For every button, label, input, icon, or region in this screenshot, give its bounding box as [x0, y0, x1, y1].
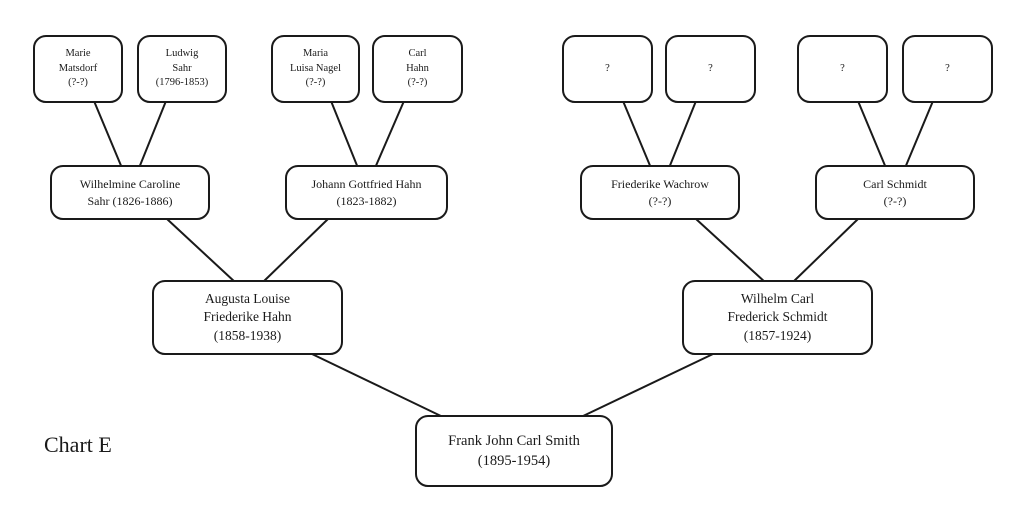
connector-line	[668, 100, 697, 169]
connector-line	[791, 218, 859, 284]
connector-line	[695, 218, 767, 284]
connector-line	[93, 100, 123, 169]
connector-line	[138, 100, 167, 169]
connector-line	[580, 353, 714, 418]
person-box-carl-hahn: Carl Hahn (?-?)	[372, 35, 463, 103]
person-box-carl-schmidt: Carl Schmidt (?-?)	[815, 165, 975, 220]
person-box-maria-luisa-nagel: Maria Luisa Nagel (?-?)	[271, 35, 360, 103]
connector-line	[330, 100, 359, 169]
person-box-unknown-1: ?	[562, 35, 653, 103]
person-box-wilhelm-carl-frederick-schmidt: Wilhelm Carl Frederick Schmidt (1857-192…	[682, 280, 873, 355]
connector-grandparents-to-frank	[311, 353, 714, 418]
person-box-friederike-wachrow: Friederike Wachrow (?-?)	[580, 165, 740, 220]
person-box-unknown-2: ?	[665, 35, 756, 103]
person-box-ludwig-sahr: Ludwig Sahr (1796-1853)	[137, 35, 227, 103]
person-box-unknown-4: ?	[902, 35, 993, 103]
connector-unknowns-to-friederike	[622, 100, 697, 169]
connector-line	[904, 100, 934, 169]
connector-line	[374, 100, 405, 169]
chart-title: Chart E	[44, 432, 112, 457]
connector-line	[166, 218, 237, 284]
connector-wachrow-schmidt-to-wilhelm	[695, 218, 859, 284]
person-box-marie-matsdorf: Marie Matsdorf (?-?)	[33, 35, 123, 103]
person-box-unknown-3: ?	[797, 35, 888, 103]
connector-line	[622, 100, 652, 169]
person-box-frank-john-carl-smith: Frank John Carl Smith (1895-1954)	[415, 415, 613, 487]
person-box-augusta-louise-friederike-hahn: Augusta Louise Friederike Hahn (1858-193…	[152, 280, 343, 355]
connector-line	[261, 218, 329, 284]
connector-line	[311, 353, 444, 418]
connector-matsdorf-sahr-to-wilhelmine	[93, 100, 167, 169]
connector-sahr-hahn-to-augusta	[166, 218, 329, 284]
person-box-johann-gottfried-hahn: Johann Gottfried Hahn (1823-1882)	[285, 165, 448, 220]
person-box-wilhelmine-caroline-sahr: Wilhelmine Caroline Sahr (1826-1886)	[50, 165, 210, 220]
connector-unknowns-to-carl-schmidt	[857, 100, 934, 169]
connector-nagel-hahn-to-johann	[330, 100, 405, 169]
connector-line	[857, 100, 887, 169]
